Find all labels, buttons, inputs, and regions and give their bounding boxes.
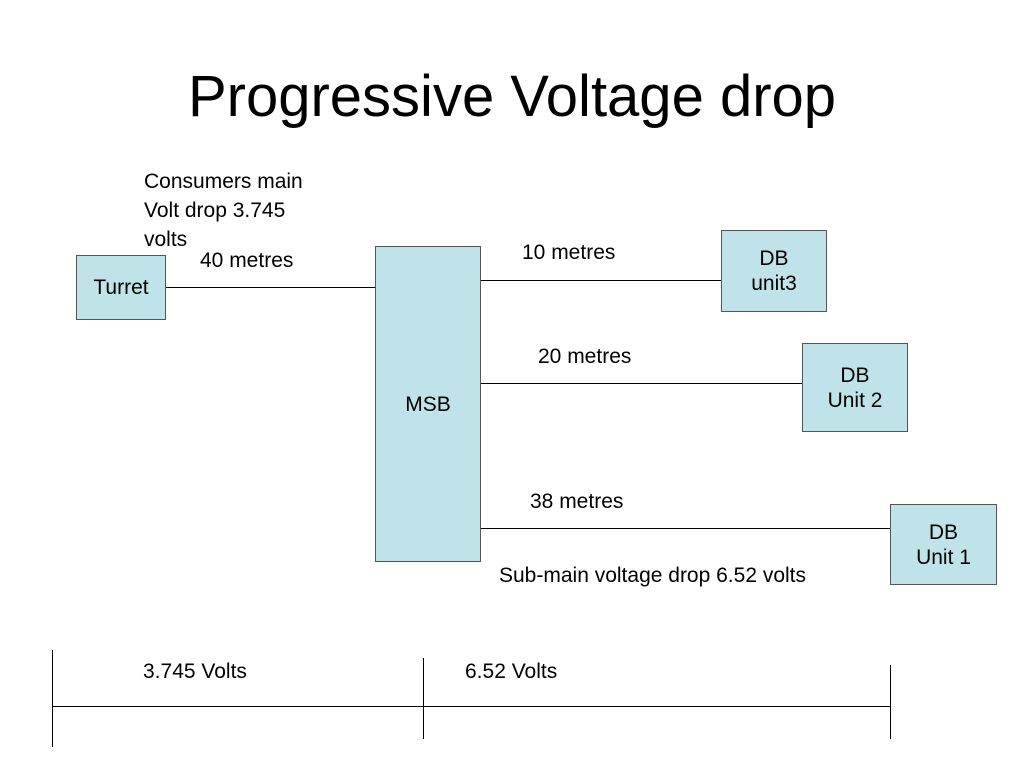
sub-main-note: Sub-main voltage drop 6.52 volts (499, 564, 807, 587)
scale-axis-line (52, 706, 891, 707)
distance-msb-unit2: 20 metres (538, 345, 632, 368)
page-title: Progressive Voltage drop (187, 64, 837, 129)
distance-msb-unit3: 10 metres (522, 241, 616, 264)
scale-label-second: 6.52 Volts (465, 660, 558, 683)
msb-unit1-line (480, 528, 891, 529)
msb-unit2-line (480, 383, 802, 384)
scale-label-first: 3.745 Volts (143, 660, 247, 683)
consumers-main-note: Consumers main Volt drop 3.745 volts (144, 170, 303, 251)
scale-tick-left (52, 650, 53, 747)
db-unit3-box: DB unit3 (721, 230, 827, 312)
db-unit1-box: DB Unit 1 (890, 504, 997, 585)
turret-msb-line (165, 287, 375, 288)
turret-box: Turret (76, 255, 166, 320)
distance-turret-msb: 40 metres (200, 249, 294, 272)
scale-tick-middle (423, 658, 424, 739)
distance-msb-unit1: 38 metres (530, 490, 624, 513)
db-unit2-box: DB Unit 2 (802, 343, 908, 432)
msb-box: MSB (375, 246, 481, 562)
scale-tick-right (890, 665, 891, 739)
msb-unit3-line (480, 280, 722, 281)
